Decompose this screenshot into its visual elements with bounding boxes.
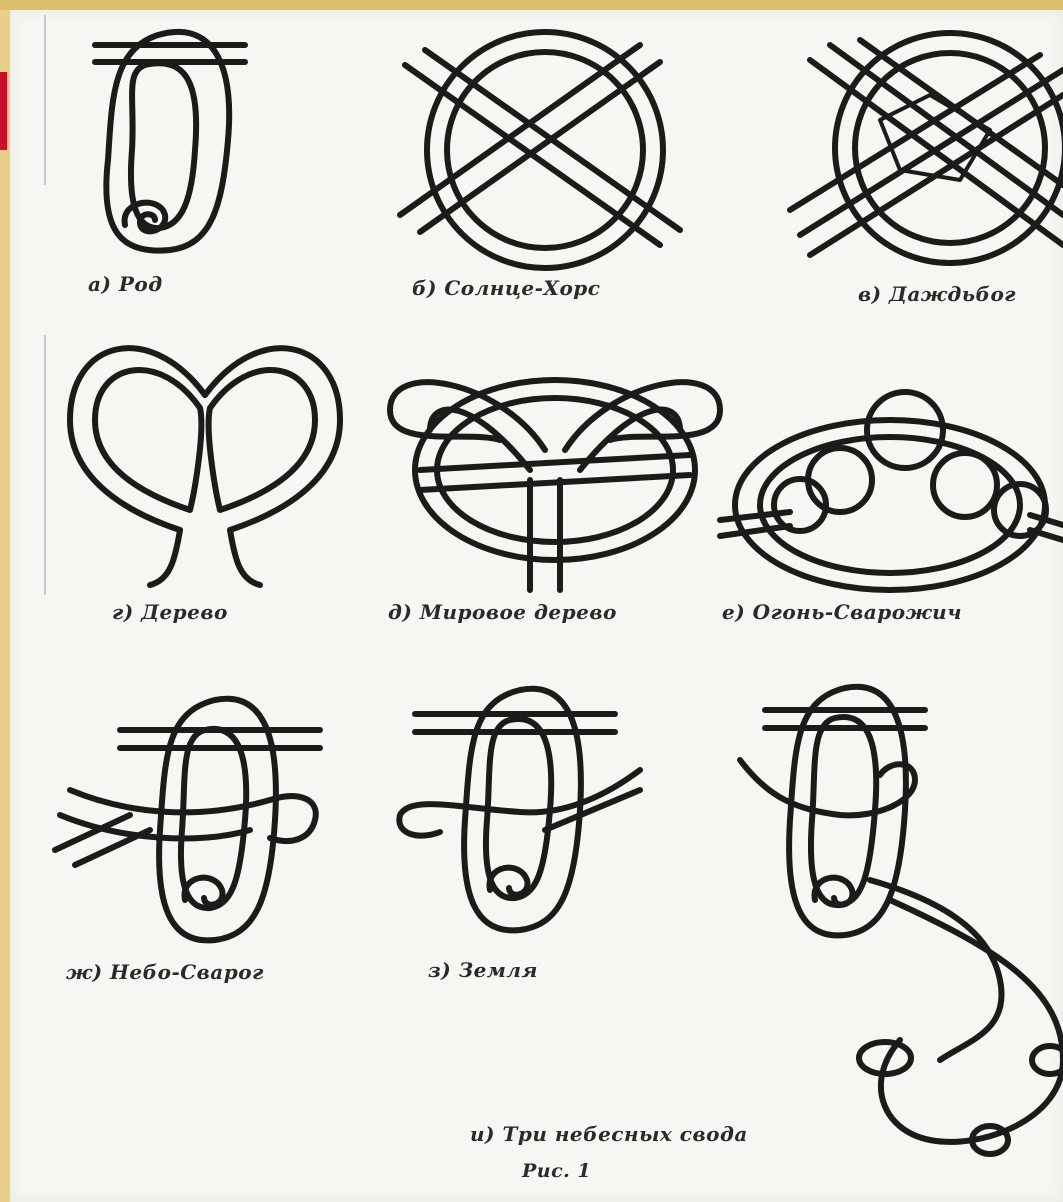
label-mirovoe-derevo: д) Мировое дерево (388, 600, 617, 624)
knot-dazhdbog (790, 33, 1063, 263)
knot-ogon-svarozhich (720, 392, 1063, 590)
label-derevo: г) Дерево (112, 600, 228, 624)
label-nebo-svarog: ж) Небо-Сварог (66, 960, 264, 984)
knot-zemlya (399, 689, 640, 931)
label-dazhdbog: в) Даждьбог (858, 282, 1016, 306)
label-zemlya: з) Земля (428, 958, 538, 982)
knot-nebo-svarog (55, 699, 320, 941)
figure-caption: Рис. 1 (522, 1160, 591, 1182)
knot-solntse-khors (400, 32, 680, 268)
knot-tri-nebesnykh-svoda (740, 687, 1063, 1154)
knot-rod (95, 32, 245, 251)
label-tri-nebesnykh-svoda: и) Три небесных свода (470, 1122, 748, 1146)
knot-derevo (70, 348, 340, 585)
knot-mirovoe-derevo (390, 380, 720, 590)
label-solntse-khors: б) Солнце-Хорс (412, 276, 600, 300)
label-ogon-svarozhich: е) Огонь-Сварожич (722, 600, 962, 624)
label-rod: а) Род (88, 272, 163, 296)
